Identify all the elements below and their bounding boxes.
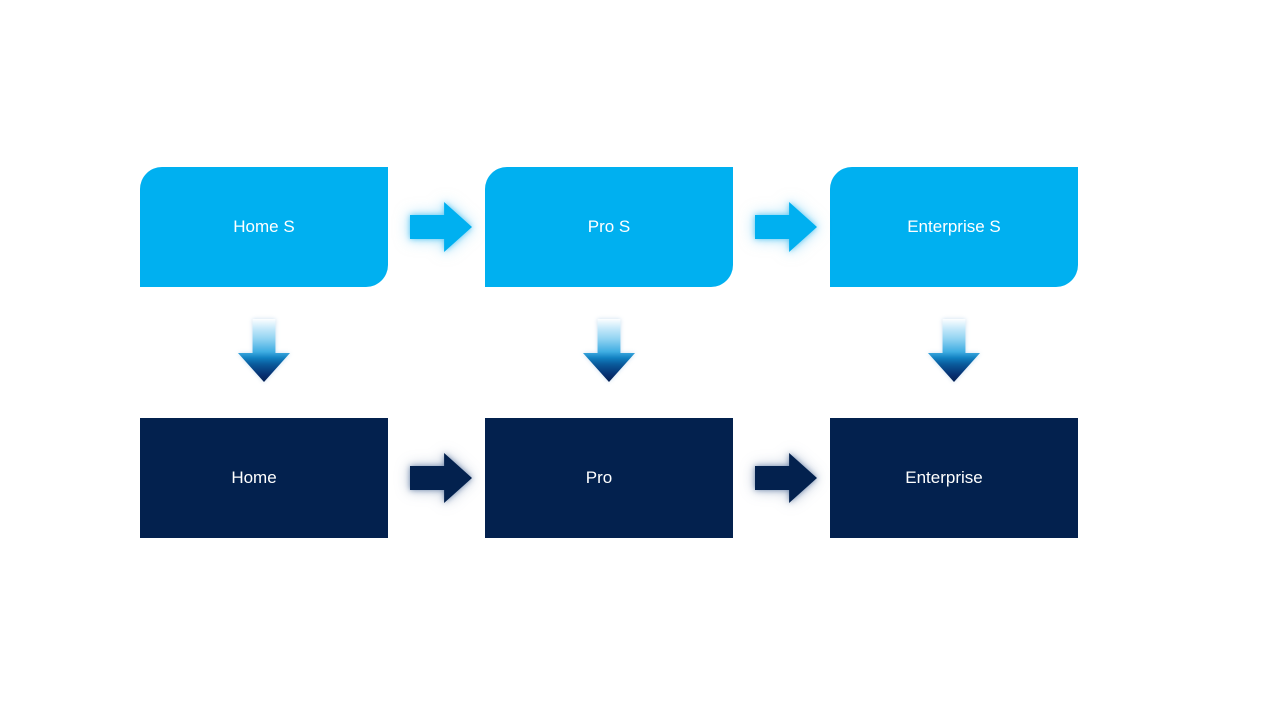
node-pro-label: Pro <box>585 467 613 487</box>
arrow-down-icon <box>928 319 980 382</box>
arrow-right-icon <box>755 202 817 252</box>
arrow-down-icon <box>238 319 290 382</box>
node-enterprise: Enterprise <box>830 418 1078 538</box>
node-enterprise-s-label: Enterprise S <box>907 216 1001 236</box>
arrow-right-icon <box>410 453 472 503</box>
arrow-right-shape <box>755 453 817 503</box>
node-enterprise-label: Enterprise <box>905 467 983 487</box>
node-home-s: Home S <box>140 167 388 287</box>
node-enterprise-s: Enterprise S <box>830 167 1078 287</box>
arrow-right-shape <box>755 202 817 252</box>
node-home-label: Home <box>231 467 277 487</box>
node-pro-s-label: Pro S <box>587 216 631 236</box>
arrow-right-icon <box>410 202 472 252</box>
node-home-s-label: Home S <box>233 216 295 236</box>
arrow-right-icon <box>755 453 817 503</box>
arrow-right-shape <box>410 202 472 252</box>
arrow-down-shape <box>238 319 290 382</box>
arrow-down-icon <box>583 319 635 382</box>
node-pro-s: Pro S <box>485 167 733 287</box>
arrow-right-shape <box>410 453 472 503</box>
arrow-down-shape <box>928 319 980 382</box>
node-pro: Pro <box>485 418 733 538</box>
arrow-down-shape <box>583 319 635 382</box>
node-home: Home <box>140 418 388 538</box>
